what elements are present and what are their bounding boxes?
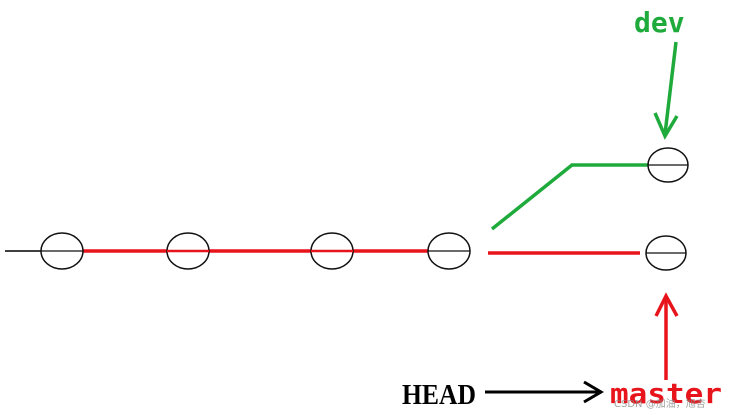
dev-pointer-arrow — [653, 41, 679, 140]
master-pointer-arrow — [654, 292, 679, 380]
dev-branch-line — [490, 163, 650, 231]
commit-node-3 — [310, 232, 354, 270]
commit-node-2 — [166, 232, 210, 270]
commit-node-dev — [647, 147, 689, 183]
watermark-text: CSDN @加油，旭杏 — [614, 397, 706, 410]
head-pointer-arrow — [485, 380, 604, 404]
master-label: master — [610, 377, 722, 410]
commit-node-4 — [427, 232, 471, 270]
head-label: HEAD — [402, 379, 476, 411]
dev-label: dev — [634, 6, 685, 39]
commit-node-master — [645, 235, 687, 271]
commit-node-1 — [40, 232, 84, 270]
